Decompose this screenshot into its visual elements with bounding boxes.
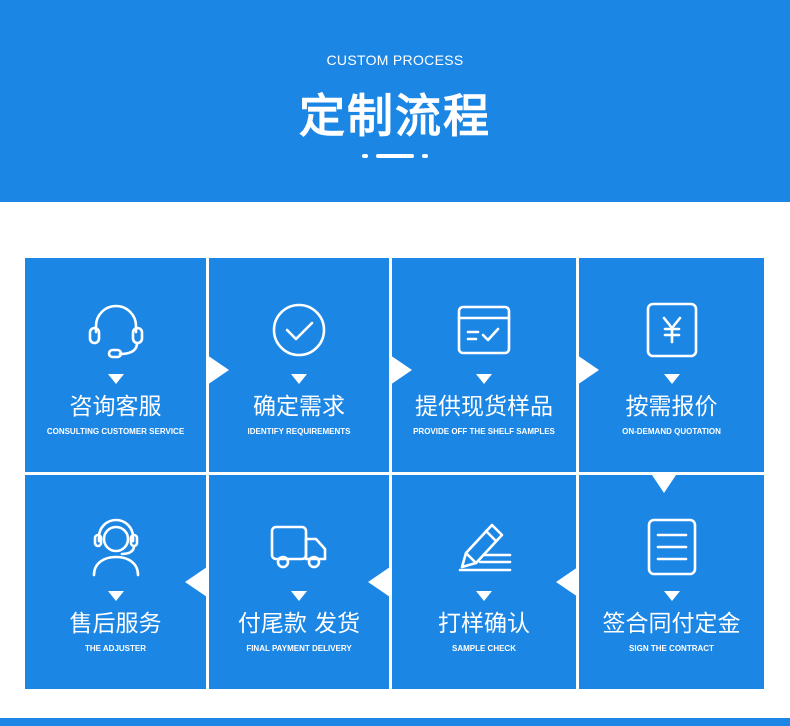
step-subtitle: SIGN THE CONTRACT — [629, 644, 714, 653]
down-triangle-icon — [663, 374, 680, 384]
down-triangle-icon — [476, 374, 492, 384]
down-triangle-icon — [291, 374, 307, 384]
down-triangle-icon — [663, 591, 680, 601]
title-decoration — [362, 154, 428, 158]
step-subtitle: PROVIDE OFF THE SHELF SAMPLES — [413, 427, 555, 436]
down-triangle-icon — [107, 591, 124, 601]
step-title: 按需报价 — [625, 394, 718, 420]
step-subtitle: IDENTIFY REQUIREMENTS — [247, 427, 351, 436]
step-quotation: 按需报价 ON-DEMAND QUOTATION — [579, 258, 764, 472]
step-sample-check: 打样确认 SAMPLE CHECK — [392, 475, 576, 689]
page-title: 定制流程 — [299, 89, 491, 143]
step-samples: 提供现货样品 PROVIDE OFF THE SHELF SAMPLES — [392, 258, 576, 472]
flow-arrow-left-icon — [185, 567, 207, 597]
down-triangle-icon — [107, 374, 124, 384]
box-check-icon — [452, 298, 516, 362]
step-subtitle: FINAL PAYMENT DELIVERY — [246, 644, 352, 653]
flow-arrow-down-icon — [652, 475, 676, 493]
flow-arrow-right-icon — [390, 355, 412, 385]
step-title: 付尾款 发货 — [237, 611, 361, 637]
step-contract: 签合同付定金 SIGN THE CONTRACT — [579, 475, 764, 689]
step-title: 售后服务 — [69, 611, 162, 637]
truck-icon — [267, 515, 331, 579]
step-subtitle: THE ADJUSTER — [84, 644, 147, 653]
step-subtitle: SAMPLE CHECK — [451, 644, 516, 653]
document-icon — [640, 515, 704, 579]
support-agent-icon — [84, 515, 148, 579]
step-title: 咨询客服 — [69, 394, 162, 420]
headset-icon — [84, 298, 148, 362]
flow-arrow-left-icon — [368, 567, 390, 597]
check-circle-icon — [267, 298, 331, 362]
header-banner: CUSTOM PROCESS 定制流程 — [0, 0, 790, 202]
step-title: 提供现货样品 — [415, 394, 553, 420]
pen-icon — [452, 515, 516, 579]
step-identify: 确定需求 IDENTIFY REQUIREMENTS — [209, 258, 389, 472]
yen-icon — [640, 298, 704, 362]
step-consult: 咨询客服 CONSULTING CUSTOMER SERVICE — [25, 258, 206, 472]
step-delivery: 付尾款 发货 FINAL PAYMENT DELIVERY — [209, 475, 389, 689]
down-triangle-icon — [291, 591, 307, 601]
step-subtitle: CONSULTING CUSTOMER SERVICE — [46, 427, 185, 436]
down-triangle-icon — [476, 591, 492, 601]
flow-arrow-right-icon — [207, 355, 229, 385]
bottom-divider — [0, 718, 790, 726]
header-subtitle: CUSTOM PROCESS — [326, 52, 464, 68]
flow-arrow-right-icon — [577, 355, 599, 385]
step-after-sales: 售后服务 THE ADJUSTER — [25, 475, 206, 689]
step-title: 签合同付定金 — [602, 611, 741, 637]
step-title: 打样确认 — [438, 611, 530, 637]
step-title: 确定需求 — [253, 394, 345, 420]
step-subtitle: ON-DEMAND QUOTATION — [622, 427, 721, 436]
flow-arrow-left-icon — [556, 567, 578, 597]
